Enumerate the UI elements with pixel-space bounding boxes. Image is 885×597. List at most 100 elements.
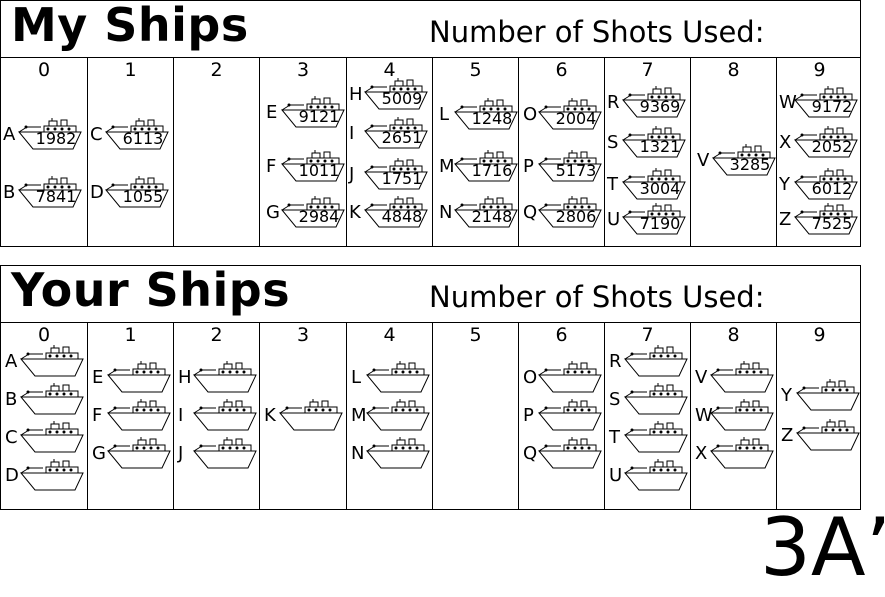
ship-shot-count: 4848 [381, 207, 423, 226]
ship-shot-count: 2651 [381, 128, 423, 147]
ship-letter: B [5, 389, 18, 410]
ship-shot-count: 2004 [555, 109, 597, 128]
ship-letter: X [779, 132, 792, 153]
ship-icon [795, 379, 860, 411]
ship-s[interactable]: S [609, 383, 691, 417]
ship-n[interactable]: N [351, 437, 433, 471]
ship-icon [453, 150, 518, 182]
ship-icon [19, 459, 84, 491]
ship-o[interactable]: O [523, 361, 605, 395]
ship-q[interactable]: Q [523, 437, 605, 471]
ship-letter: N [351, 443, 365, 464]
ship-t[interactable]: T [609, 421, 691, 455]
ship-x[interactable]: X [695, 437, 777, 471]
ship-j[interactable]: J [178, 437, 260, 471]
ship-letter: V [695, 367, 708, 388]
ship-letter: I [349, 123, 355, 144]
ship-k[interactable]: K 4848 [349, 196, 431, 230]
ship-m[interactable]: M [351, 399, 433, 433]
ship-icon [365, 437, 430, 469]
ship-l[interactable]: L [351, 361, 433, 395]
ship-icon [17, 118, 82, 150]
ship-letter: D [5, 465, 19, 486]
ship-icon [537, 399, 602, 431]
ship-icon [623, 459, 688, 491]
ship-k[interactable]: K [264, 399, 346, 433]
ship-shot-count: 1055 [122, 187, 164, 206]
ship-icon [280, 196, 345, 228]
ship-icon [106, 361, 171, 393]
ship-shot-count: 2984 [298, 207, 340, 226]
ship-z[interactable]: Z [781, 419, 863, 453]
ship-icon [365, 399, 430, 431]
ship-shot-count: 5009 [381, 89, 423, 108]
ship-p[interactable]: P [523, 399, 605, 433]
ship-i[interactable]: I [178, 399, 260, 433]
ship-g[interactable]: G [92, 437, 174, 471]
ship-a[interactable]: A [5, 345, 87, 379]
ship-letter: R [607, 92, 620, 113]
ship-c[interactable]: C [5, 421, 87, 455]
your-ships-header: Your Ships Number of Shots Used: [1, 263, 860, 323]
ship-v[interactable]: V [695, 361, 777, 395]
ship-u[interactable]: U [609, 459, 691, 493]
ship-r[interactable]: R [609, 345, 691, 379]
ship-letter: T [609, 427, 620, 448]
ship-b[interactable]: B [5, 383, 87, 417]
column-number: 2 [210, 59, 223, 81]
column-number: 8 [727, 324, 740, 346]
ship-f[interactable]: F [92, 399, 174, 433]
column-number: 7 [641, 324, 654, 346]
column-number: 1 [124, 59, 137, 81]
ship-icon [537, 437, 602, 469]
ship-e[interactable]: E [92, 361, 174, 395]
ship-shot-count: 2806 [555, 207, 597, 226]
ship-shot-count: 1321 [639, 137, 681, 156]
column-number: 8 [727, 59, 740, 81]
ship-icon [363, 117, 428, 149]
ship-icon [192, 361, 257, 393]
column-number: 2 [210, 324, 223, 346]
ship-h[interactable]: H [178, 361, 260, 395]
ship-icon [621, 168, 686, 200]
ship-shot-count: 6113 [122, 129, 164, 148]
ship-letter: T [607, 174, 618, 195]
ship-w[interactable]: W [695, 399, 777, 433]
ship-letter: K [349, 202, 361, 223]
ship-shot-count: 5173 [555, 161, 597, 180]
ship-d[interactable]: D [5, 459, 87, 493]
ship-y[interactable]: Y [781, 379, 863, 413]
ship-i[interactable]: I 2651 [349, 117, 431, 151]
